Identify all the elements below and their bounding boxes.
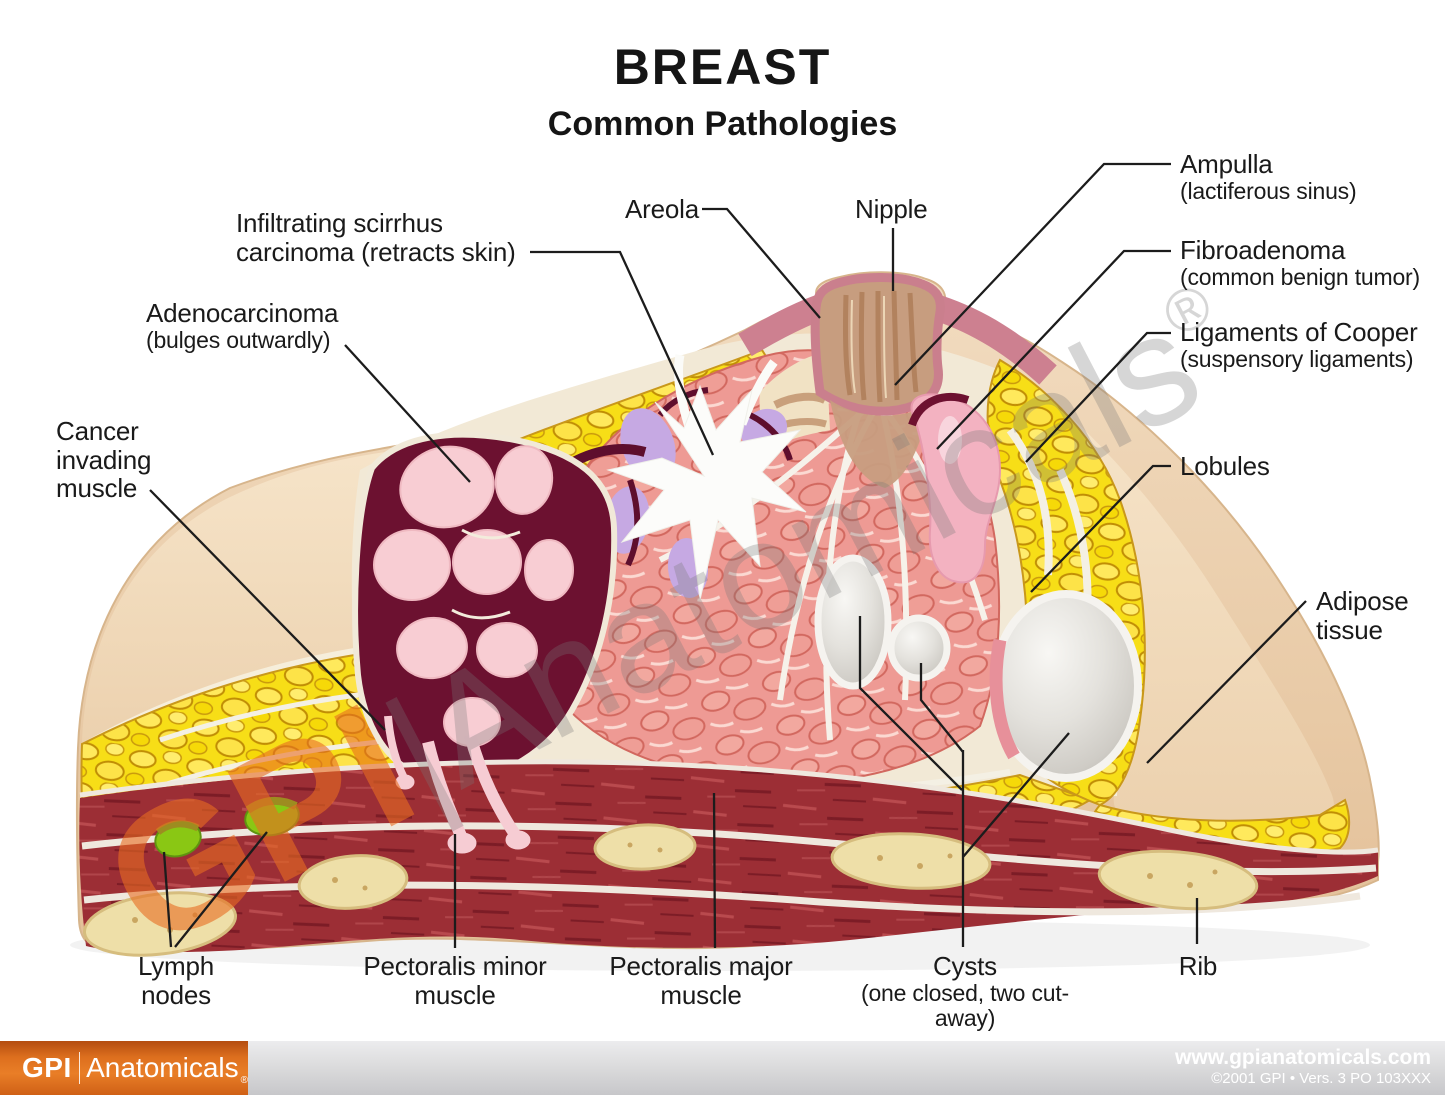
leader-ampulla: [894, 162, 1171, 386]
tumor-nodules: [373, 445, 574, 748]
leader-cancer-invading: [149, 489, 386, 731]
leader-lines: [149, 162, 1307, 949]
leader-adenocarcinoma: [344, 344, 471, 483]
ampulla-region: [830, 400, 930, 488]
label-nipple: Nipple: [855, 194, 928, 224]
label-adipose-tissue: Adipose tissue: [1316, 586, 1409, 645]
ribs: [82, 823, 1259, 957]
footer-info: www.gpianatomicals.com ©2001 GPI • Vers.…: [1175, 1046, 1431, 1089]
leader-lymph-nodes: [162, 831, 268, 948]
label-lymph-nodes: Lymph nodes: [137, 951, 215, 1010]
cysts-group: [814, 554, 1142, 782]
lymph-nodes-group: [154, 796, 300, 858]
label-pectoralis-major: Pectoralis major muscle: [609, 951, 793, 1010]
footer-logo-reg: ®: [240, 1075, 248, 1086]
footer-logo: GPI Anatomicals ®: [0, 1041, 248, 1095]
leader-fibroadenoma: [936, 249, 1171, 450]
adenocarcinoma-mass: [352, 431, 618, 785]
nipple-structure: [810, 273, 945, 488]
label-fibroadenoma: Fibroadenoma (common benign tumor): [1180, 235, 1420, 290]
label-cancer-invading-muscle: Cancer invading muscle: [56, 416, 152, 504]
skin-left-panel: [82, 447, 433, 745]
label-lobules: Lobules: [1180, 451, 1270, 481]
footer-url: www.gpianatomicals.com: [1175, 1046, 1431, 1069]
leader-cooper: [1025, 331, 1171, 463]
label-ampulla: Ampulla (lactiferous sinus): [1180, 149, 1357, 204]
page-subtitle: Common Pathologies: [547, 105, 898, 143]
cyst-left: [814, 554, 892, 690]
label-cysts: Cysts (one closed, two cut-away): [860, 951, 1069, 1031]
label-pectoralis-minor: Pectoralis minor muscle: [363, 951, 547, 1010]
label-rib: Rib: [1178, 951, 1218, 981]
nipple-ducts: [842, 290, 919, 403]
leader-pectoralis-major: [712, 792, 717, 949]
leader-adipose: [1146, 600, 1307, 764]
leader-cysts: [858, 616, 1070, 947]
label-adenocarcinoma: Adenocarcinoma (bulges outwardly): [146, 298, 339, 353]
footer-logo-gpi: GPI: [22, 1052, 72, 1083]
leader-scirrhus: [530, 250, 715, 456]
label-ligaments-of-cooper: Ligaments of Cooper (suspensory ligament…: [1180, 317, 1418, 372]
label-areola: Areola: [625, 194, 699, 224]
leader-lobules: [1030, 464, 1171, 593]
footer-copyright: ©2001 GPI • Vers. 3 PO 103XXX: [1211, 1070, 1431, 1088]
rib-speckles: [132, 842, 1218, 933]
cyst-middle: [887, 614, 951, 682]
label-infiltrating-scirrhus: Infiltrating scirrhus carcinoma (retract…: [236, 208, 516, 267]
pectoral-muscles: [79, 759, 1379, 953]
footer-bar: GPI Anatomicals ® www.gpianatomicals.com…: [0, 1041, 1445, 1095]
page-title: BREAST: [613, 39, 832, 95]
footer-logo-anatomicals: Anatomicals: [86, 1052, 239, 1083]
leader-areola: [702, 207, 821, 319]
